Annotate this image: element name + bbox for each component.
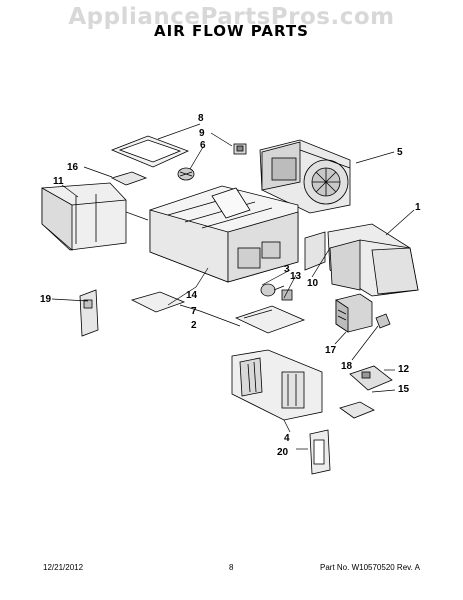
part-18-sensor [375, 313, 391, 329]
part-13-switch [281, 289, 293, 301]
leader-lines [51, 123, 415, 450]
part-2-cover-plate [130, 291, 186, 313]
footer-page-number: 8 [229, 563, 234, 572]
callout-19: 19 [40, 294, 52, 305]
callout-9: 9 [199, 128, 205, 139]
callout-10: 10 [307, 278, 319, 289]
callout-12: 12 [398, 364, 410, 375]
part-15-bracket [339, 401, 375, 419]
callout-15: 15 [398, 384, 410, 395]
part-3-thermistor [260, 283, 285, 297]
part-17-transformer [335, 293, 373, 333]
part-6-damper [177, 167, 195, 181]
callout-2: 2 [191, 320, 197, 331]
part-10-panel [304, 231, 326, 271]
part-12-control-board [349, 365, 393, 391]
callout-18: 18 [341, 361, 353, 372]
page-title: AIR FLOW PARTS [154, 22, 309, 40]
footer-part-number: Part No. W10570520 Rev. A [320, 563, 420, 572]
callout-6: 6 [200, 140, 206, 151]
watermark: AppliancePartsPros.com [68, 4, 395, 30]
part-16-bracket [110, 171, 148, 186]
callout-14: 14 [186, 290, 198, 301]
part-4-vent-grille [231, 349, 323, 421]
callout-8: 8 [198, 113, 204, 124]
callout-labels: 1 8 9 6 5 16 11 10 3 13 14 19 7 2 17 18 … [40, 113, 421, 458]
callout-5: 5 [397, 147, 403, 158]
callout-13: 13 [290, 271, 302, 282]
part-5-blower-motor [259, 139, 351, 214]
callout-17: 17 [325, 345, 337, 356]
callout-16: 16 [67, 162, 79, 173]
part-20-filter-frame [309, 429, 331, 475]
cavity-base-assembly [149, 185, 299, 283]
footer-date: 12/21/2012 [43, 563, 84, 572]
callout-3: 3 [284, 264, 290, 275]
callout-11: 11 [53, 176, 64, 187]
callout-4: 4 [284, 433, 290, 444]
callout-1: 1 [415, 202, 421, 213]
part-9-clip [233, 143, 247, 155]
part-19-bracket [79, 289, 99, 337]
part-11-duct [41, 182, 127, 251]
part-8-filter-plate [110, 135, 190, 168]
callout-7: 7 [191, 306, 197, 317]
part-7-plate [234, 305, 306, 334]
callout-20: 20 [277, 447, 289, 458]
part-1-air-duct [327, 223, 419, 297]
